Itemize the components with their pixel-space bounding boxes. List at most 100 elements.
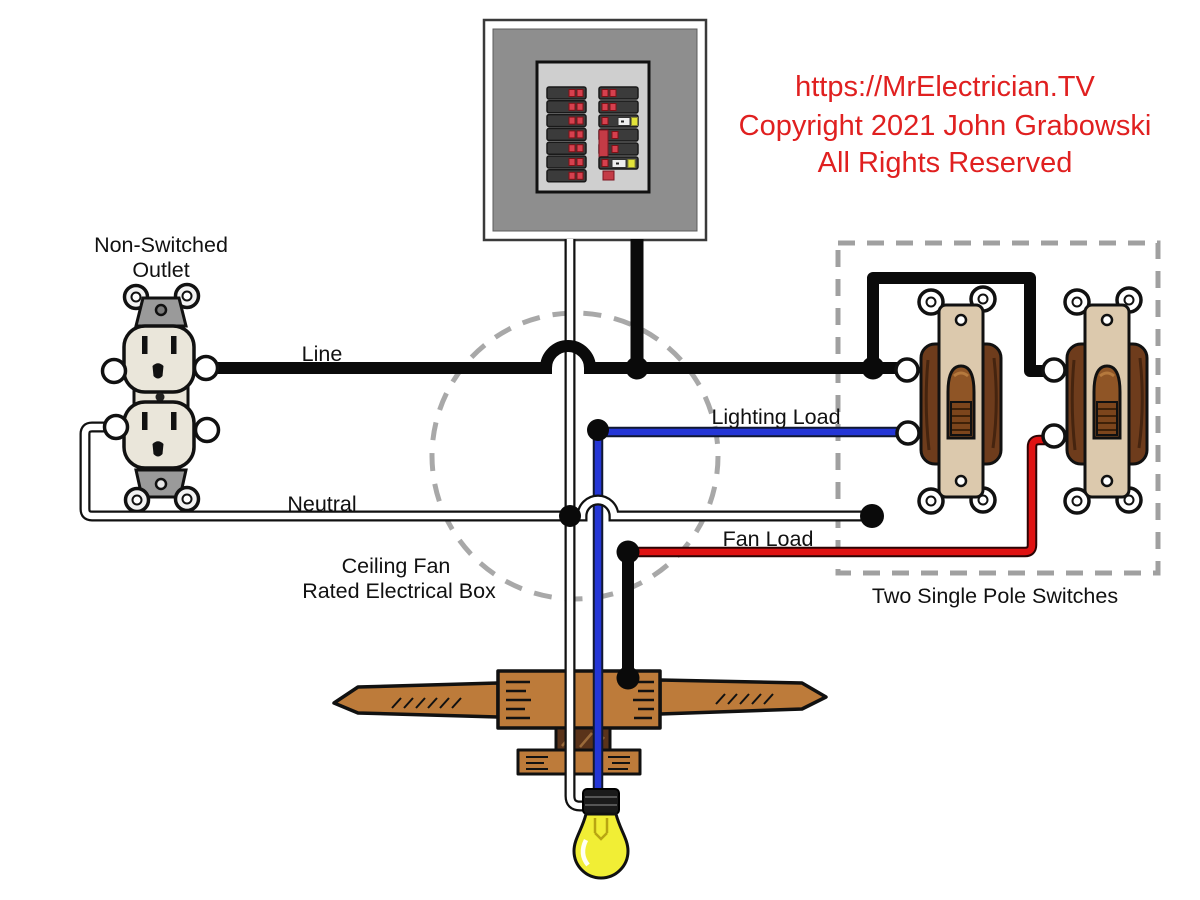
ear-hole	[1123, 294, 1135, 306]
bulb-highlight	[580, 838, 590, 867]
breaker-panel	[482, 18, 708, 242]
receptacle-face-upper	[122, 324, 196, 394]
ground-hole	[152, 441, 164, 457]
plate-screw	[1100, 474, 1114, 488]
breaker	[546, 169, 587, 183]
breaker-column-right	[598, 86, 639, 181]
bulb-filament	[593, 818, 609, 841]
ear-hole	[1071, 495, 1083, 507]
socket-ridges	[585, 796, 617, 806]
blade-hatch	[715, 693, 774, 705]
ear-hole	[1071, 296, 1083, 308]
ear-hole	[130, 291, 142, 303]
breaker-accessory	[602, 170, 615, 181]
toggle-highlight	[1099, 371, 1115, 378]
switch-terminal-screw	[1041, 357, 1067, 383]
ceiling-fan	[332, 669, 828, 776]
switch-terminal-screw	[894, 357, 920, 383]
neutral-wire	[79, 421, 864, 522]
ground-hole	[152, 363, 164, 379]
outlet-label-line1: Non-Switched	[94, 233, 228, 257]
strap-screw	[154, 477, 168, 491]
junction-dot	[616, 540, 640, 564]
slot	[171, 336, 177, 354]
copyright-url: https://MrElectrician.TV	[795, 71, 1095, 103]
single-pole-switch-right	[1063, 286, 1149, 515]
outlet-terminal-screw	[193, 416, 221, 444]
outlet-terminal-screw	[192, 354, 220, 382]
box-label-line2: Rated Electrical Box	[302, 579, 496, 603]
blade-hatch	[391, 697, 462, 709]
surround-grain	[924, 357, 998, 451]
strap-screw	[154, 303, 168, 317]
breaker	[598, 156, 639, 170]
terminal-screws	[100, 354, 1067, 449]
bulb-socket	[582, 788, 620, 815]
breaker	[598, 114, 639, 128]
main-breaker-handle	[598, 129, 609, 158]
motor-hatch	[506, 680, 531, 720]
ear-hole	[1123, 494, 1135, 506]
breaker-column-left	[546, 86, 587, 183]
outlet-terminal-screw	[100, 357, 128, 385]
lighting-load-wire	[592, 426, 899, 796]
breaker	[546, 141, 587, 155]
line-label: Line	[302, 342, 343, 366]
junction-dot	[861, 356, 885, 380]
ear-hole	[977, 293, 989, 305]
fan-blade-right	[658, 678, 828, 716]
slot	[142, 336, 148, 354]
single-pole-switch-left	[917, 285, 1003, 515]
ear-hole	[181, 290, 193, 302]
junction-dot	[625, 356, 649, 380]
toggle-ridges	[950, 401, 972, 436]
breaker	[546, 127, 587, 142]
neutral-wire-vertical	[564, 239, 594, 812]
junction-dot	[860, 504, 884, 528]
ear-hole	[181, 493, 193, 505]
switches-caption: Two Single Pole Switches	[872, 584, 1118, 608]
junction-dot	[559, 505, 581, 527]
bar-hatch	[526, 756, 548, 770]
neutral-label: Neutral	[287, 492, 356, 516]
breaker	[598, 86, 639, 100]
duplex-outlet	[122, 282, 201, 514]
outlet-label-line2: Outlet	[132, 258, 189, 282]
plate-screw	[954, 313, 968, 327]
motor-hatch	[633, 680, 654, 720]
toggle-ridges	[1096, 401, 1118, 436]
slot	[142, 412, 148, 430]
ridge-lines	[952, 408, 970, 431]
breaker	[546, 155, 587, 169]
breaker	[598, 100, 639, 114]
plate-screw	[1100, 313, 1114, 327]
ear-hole	[977, 494, 989, 506]
junction-dot	[616, 666, 640, 690]
wire-junctions	[559, 356, 885, 690]
toggle-highlight	[953, 371, 969, 378]
breaker	[546, 100, 587, 114]
breaker	[546, 86, 587, 100]
plate-screw	[954, 474, 968, 488]
box-label-line1: Ceiling Fan	[342, 554, 451, 578]
center-screw	[155, 392, 165, 402]
surround-grain	[1070, 357, 1144, 451]
switch-terminal-screw	[1041, 423, 1067, 449]
lighting-load-label: Lighting Load	[711, 405, 840, 429]
ridge-lines	[1098, 408, 1116, 431]
copyright-line3: All Rights Reserved	[818, 147, 1073, 179]
ear-hole	[131, 494, 143, 506]
switch-terminal-screw	[895, 420, 921, 446]
bar-hatch	[608, 756, 630, 770]
receptacle-face-lower	[122, 400, 196, 470]
fan-blade-left	[332, 681, 500, 719]
switch-box-outline	[835, 240, 1161, 576]
breaker	[546, 113, 587, 128]
line-wire-riser	[867, 272, 1048, 377]
junction-dot	[587, 419, 609, 441]
fan-load-wire	[628, 434, 1050, 558]
light-bulb	[572, 788, 630, 880]
fan-load-label: Fan Load	[723, 527, 814, 551]
